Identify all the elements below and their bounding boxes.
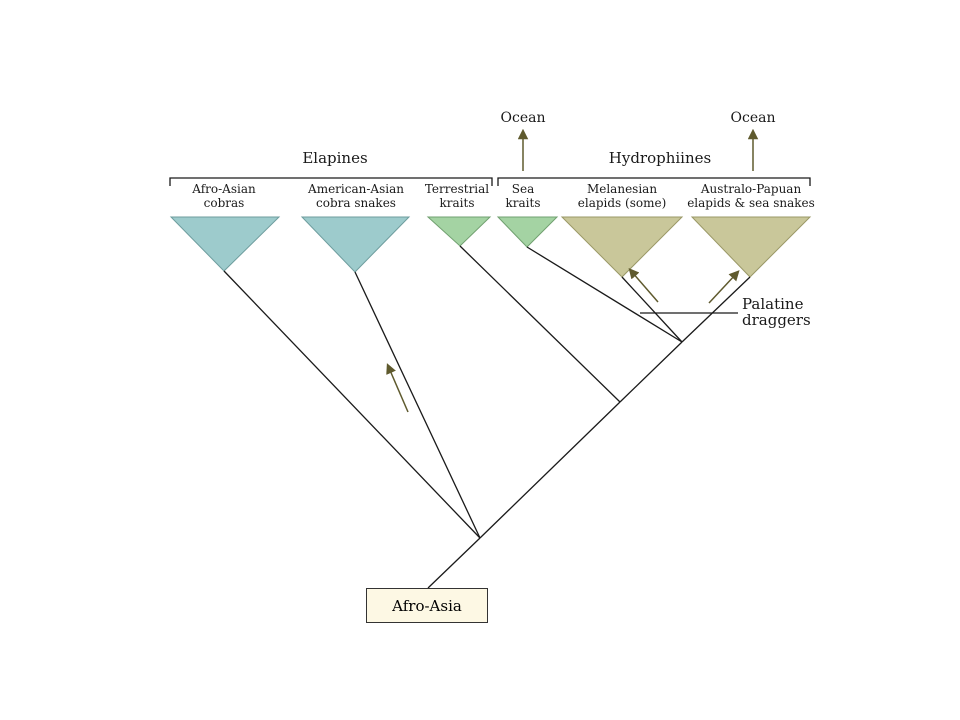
root-afro-asia-box: Afro-Asia bbox=[366, 588, 488, 623]
taxon-label-afro-asian-cobras: Afro-Asian cobras bbox=[192, 182, 256, 210]
triangle-melanesian-elapids bbox=[560, 216, 684, 278]
ocean-label-2: Ocean bbox=[730, 110, 776, 126]
tree-branches bbox=[223, 245, 751, 589]
triangle-australo-papuan-elapids bbox=[690, 216, 812, 278]
triangle-terrestrial-kraits bbox=[426, 216, 492, 247]
palatine-arrow-2 bbox=[628, 268, 659, 303]
hydrophiines-label: Hydrophiines bbox=[608, 149, 712, 167]
triangle-american-asian-cobras bbox=[300, 216, 411, 273]
taxon-label-terrestrial-kraits: Terrestrial kraits bbox=[424, 182, 490, 210]
arrows bbox=[386, 128, 759, 413]
elapines-bracket bbox=[169, 177, 493, 186]
triangle-afro-asian-cobras bbox=[169, 216, 281, 272]
hydrophiines-bracket bbox=[497, 177, 811, 186]
palatine-arrow-1 bbox=[386, 363, 409, 413]
taxon-label-australo-papuan-elapids: Australo-Papuan elapids & sea snakes bbox=[687, 182, 815, 210]
taxon-label-melanesian-elapids: Melanesian elapids (some) bbox=[577, 182, 667, 210]
ocean-label-1: Ocean bbox=[500, 110, 546, 126]
taxon-label-sea-kraits: Sea kraits bbox=[505, 182, 541, 210]
palatine-arrow-3 bbox=[708, 270, 740, 304]
taxon-label-american-asian-cobras: American-Asian cobra snakes bbox=[308, 182, 404, 210]
palatine-draggers-label: Palatine draggers bbox=[742, 295, 811, 329]
triangle-sea-kraits bbox=[496, 216, 559, 248]
elapines-label: Elapines bbox=[302, 149, 368, 167]
